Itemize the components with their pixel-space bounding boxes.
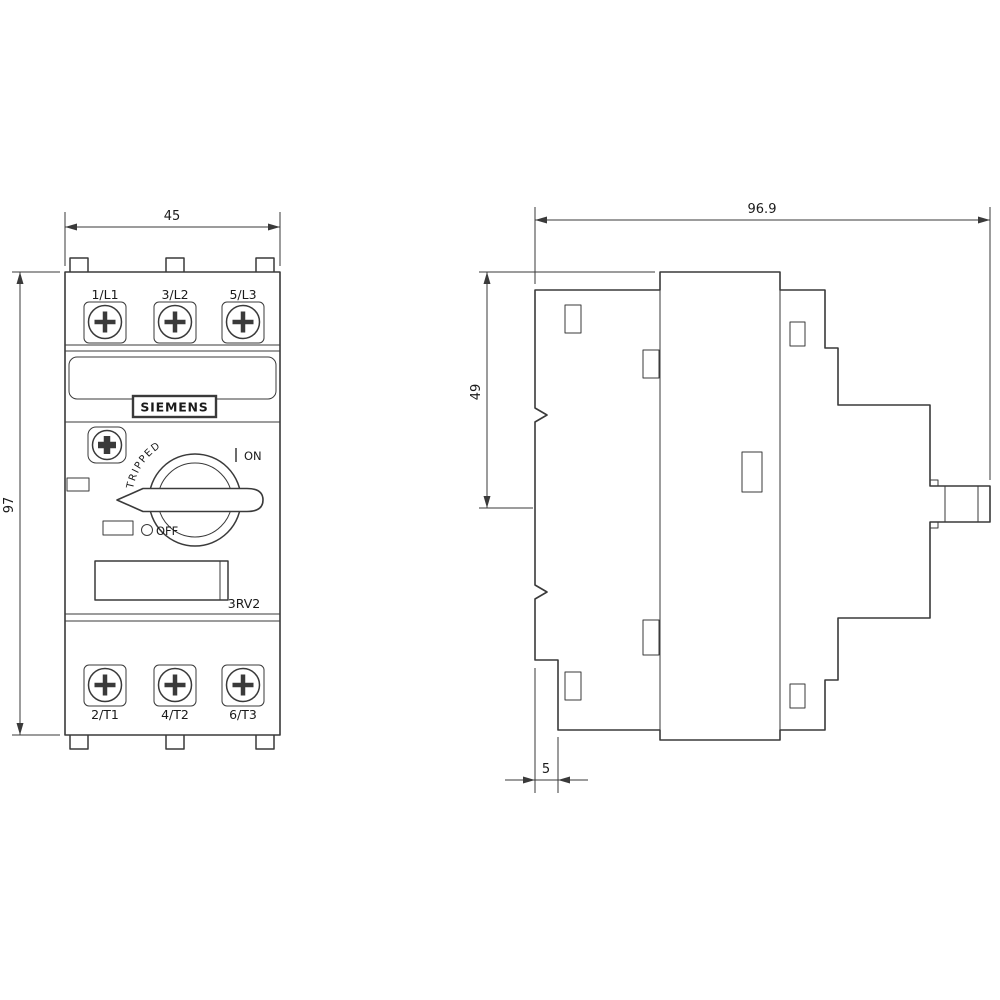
side-height-dim: 49 xyxy=(469,384,484,401)
brand-text: SIEMENS xyxy=(140,400,208,415)
clip-offset-dim: 5 xyxy=(542,762,550,777)
screw-terminal xyxy=(221,301,265,344)
siemens-logo: SIEMENS xyxy=(131,394,218,419)
adjustment-screw xyxy=(87,426,127,464)
screw-terminal xyxy=(83,664,127,707)
knob-shaft xyxy=(930,479,979,529)
side-view: 96.9 49 xyxy=(469,202,991,793)
terminal-label: 4/T2 xyxy=(161,707,189,722)
front-height-dim: 97 xyxy=(2,497,17,514)
terminal-label: 2/T1 xyxy=(91,707,119,722)
side-seam-lines xyxy=(659,290,781,730)
dimension-side-width: 96.9 xyxy=(534,202,991,480)
terminal-label: 3/L2 xyxy=(161,287,188,302)
vent-slots xyxy=(564,304,806,709)
terminal-label: 5/L3 xyxy=(229,287,256,302)
dimension-clip-offset: 5 xyxy=(505,668,588,793)
label-window xyxy=(94,560,229,601)
indicator-window xyxy=(66,477,90,492)
side-body-outline xyxy=(534,271,991,741)
dimension-front-width: 45 xyxy=(64,209,281,266)
dimension-front-height: 97 xyxy=(2,271,60,736)
screw-terminal xyxy=(83,301,127,344)
knob-handle xyxy=(116,487,264,513)
on-label: ON xyxy=(244,449,262,463)
model-text: 3RV2 xyxy=(228,596,260,611)
dimension-side-height: 49 xyxy=(469,271,655,509)
indicator-window xyxy=(102,520,134,536)
off-label: OFF xyxy=(156,524,178,538)
mounting-tabs xyxy=(69,257,275,750)
front-width-dim: 45 xyxy=(164,209,181,224)
screw-terminal xyxy=(153,301,197,344)
screw-terminal xyxy=(221,664,265,707)
front-view: 45 97 1/L1 3/L2 5/L3 xyxy=(2,209,281,750)
terminal-label: 6/T3 xyxy=(229,707,257,722)
terminal-label: 1/L1 xyxy=(91,287,118,302)
off-mark xyxy=(141,524,153,536)
side-width-dim: 96.9 xyxy=(748,202,777,217)
screw-terminal xyxy=(153,664,197,707)
